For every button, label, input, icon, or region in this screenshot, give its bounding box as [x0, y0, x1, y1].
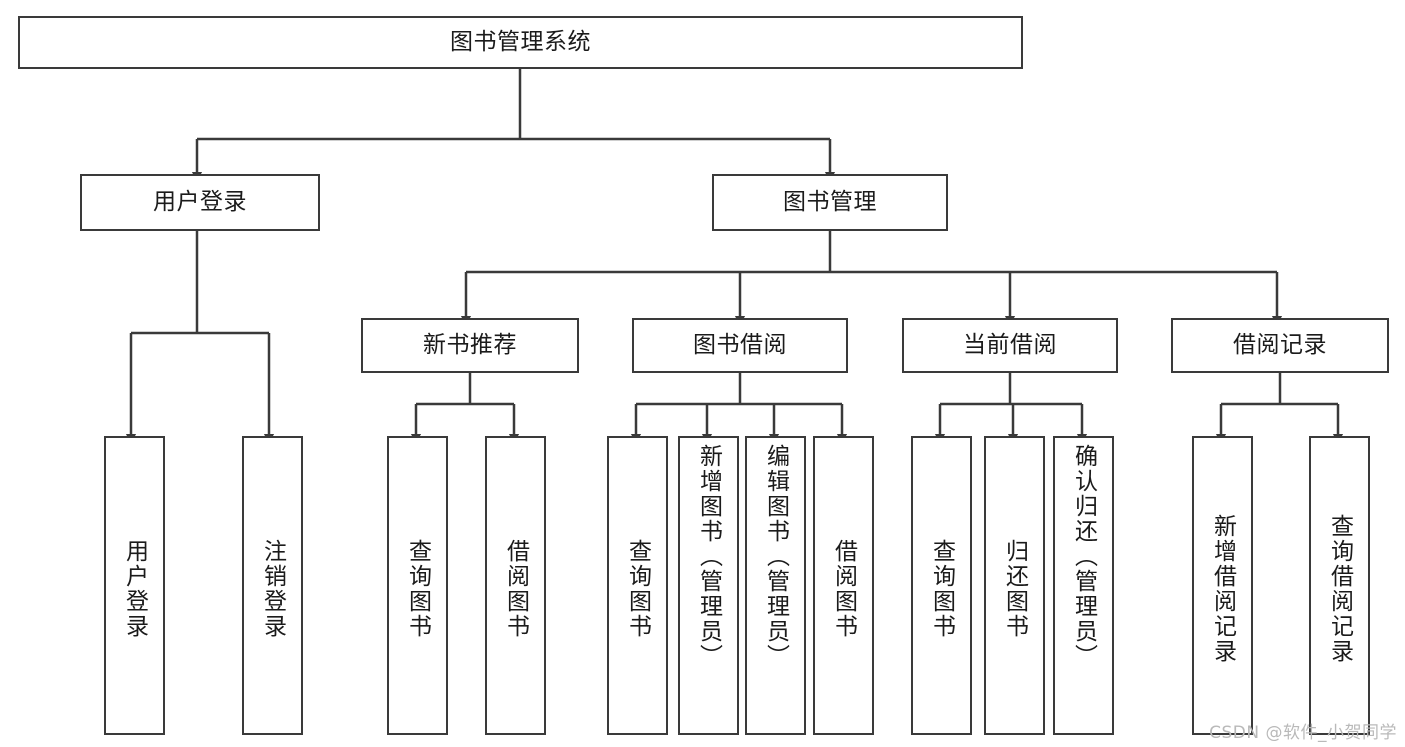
- node-leaf-add-borrow-record[interactable]: 新增借阅记录: [1192, 436, 1253, 735]
- watermark-text: CSDN @软件_小贺同学: [1209, 723, 1397, 743]
- node-label: 查询图书: [928, 538, 955, 639]
- node-leaf-query-book-recommend[interactable]: 查询图书: [387, 436, 448, 735]
- node-label: 查询图书: [624, 538, 651, 639]
- node-current-borrow[interactable]: 当前借阅: [902, 318, 1118, 373]
- node-label: 归还图书: [1001, 538, 1028, 639]
- node-book-borrow[interactable]: 图书借阅: [632, 318, 848, 373]
- node-user-login[interactable]: 用户登录: [80, 174, 320, 231]
- node-label: 用户登录: [121, 538, 148, 639]
- node-label: 确认归还（管理员）: [1070, 444, 1097, 669]
- node-label: 编辑图书（管理员）: [762, 444, 789, 669]
- node-label: 图书借阅: [693, 331, 787, 358]
- node-book-management[interactable]: 图书管理: [712, 174, 948, 231]
- node-leaf-user-login[interactable]: 用户登录: [104, 436, 165, 735]
- node-label: 查询借阅记录: [1326, 513, 1353, 664]
- node-label: 注销登录: [259, 538, 286, 639]
- node-leaf-edit-book[interactable]: 编辑图书（管理员）: [745, 436, 806, 735]
- node-leaf-logout-login[interactable]: 注销登录: [242, 436, 303, 735]
- node-leaf-query-borrow-record[interactable]: 查询借阅记录: [1309, 436, 1370, 735]
- node-label: 图书管理系统: [450, 28, 591, 55]
- node-leaf-return-book[interactable]: 归还图书: [984, 436, 1045, 735]
- node-borrow-record[interactable]: 借阅记录: [1171, 318, 1389, 373]
- node-leaf-borrow-book-recommend[interactable]: 借阅图书: [485, 436, 546, 735]
- node-label: 新增图书（管理员）: [695, 444, 722, 669]
- node-label: 借阅图书: [830, 538, 857, 639]
- node-leaf-add-book[interactable]: 新增图书（管理员）: [678, 436, 739, 735]
- node-leaf-confirm-return[interactable]: 确认归还（管理员）: [1053, 436, 1114, 735]
- node-new-book-recommend[interactable]: 新书推荐: [361, 318, 579, 373]
- node-label: 借阅记录: [1233, 331, 1327, 358]
- node-leaf-query-book-borrow[interactable]: 查询图书: [607, 436, 668, 735]
- node-label: 新书推荐: [423, 331, 517, 358]
- node-label: 用户登录: [153, 188, 247, 215]
- node-label: 查询图书: [404, 538, 431, 639]
- node-label: 借阅图书: [502, 538, 529, 639]
- node-leaf-query-book-current[interactable]: 查询图书: [911, 436, 972, 735]
- node-label: 图书管理: [783, 188, 877, 215]
- edge-paths: [125, 69, 1344, 444]
- node-leaf-borrow-book[interactable]: 借阅图书: [813, 436, 874, 735]
- node-label: 当前借阅: [963, 331, 1057, 358]
- node-root[interactable]: 图书管理系统: [18, 16, 1023, 69]
- node-label: 新增借阅记录: [1209, 513, 1236, 664]
